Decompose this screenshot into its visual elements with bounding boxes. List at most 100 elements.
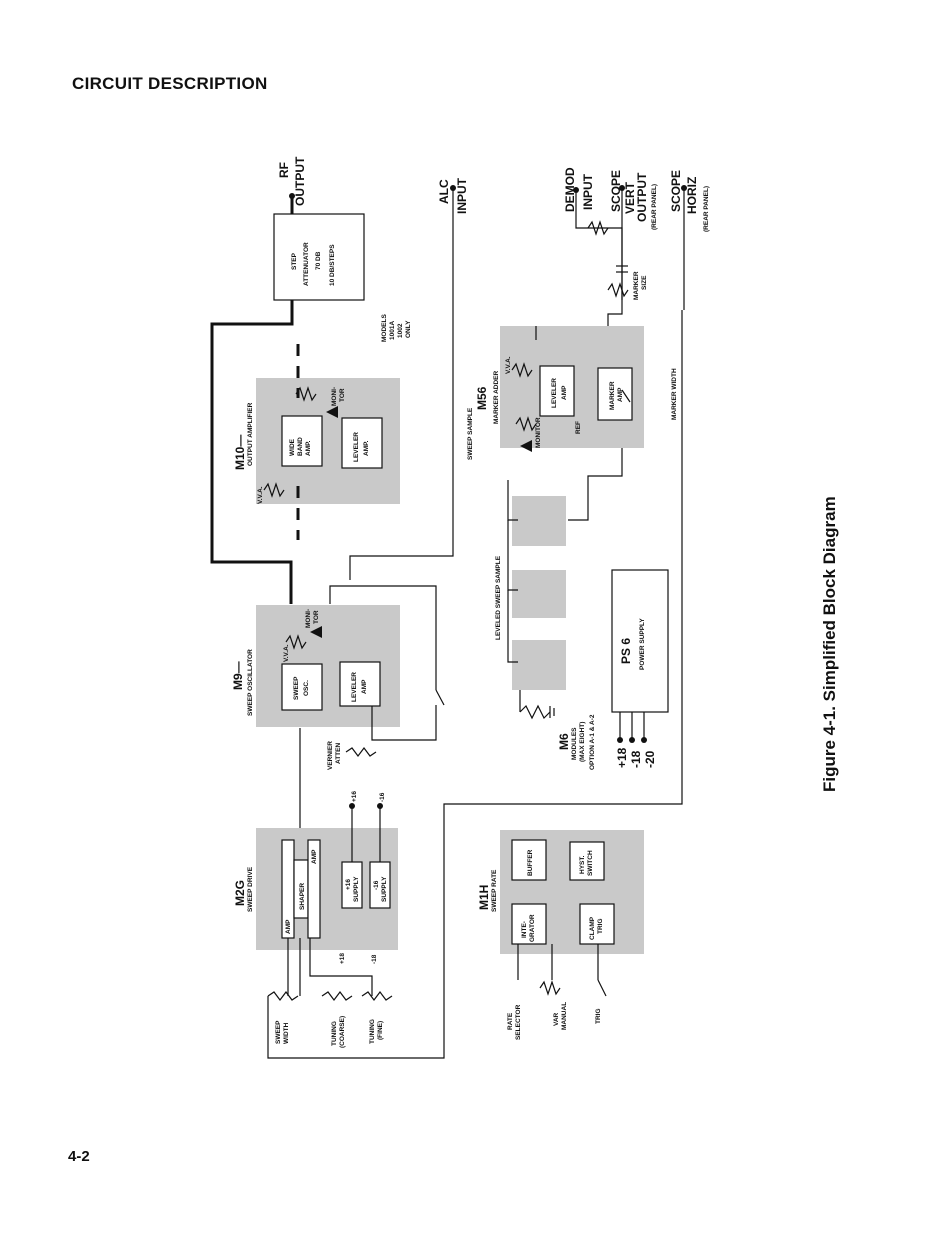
marker-size-label-2: SIZE <box>641 275 648 290</box>
m2g-shaper: SHAPER <box>299 883 306 910</box>
sweep-loop-wire <box>267 310 683 1059</box>
m9-monitor-2: TOR <box>313 610 320 624</box>
m56-ref: REF <box>575 421 582 434</box>
m2g-amp-left: AMP <box>285 919 292 934</box>
m10-wide-band-2: BAND <box>297 437 304 456</box>
m1h-rate-1: RATE <box>507 1012 514 1030</box>
minus16-terminal <box>377 803 383 809</box>
scope-vert-terminal <box>619 185 625 191</box>
m9-id: M9— <box>231 661 245 690</box>
step-attenuator-labels: STEP ATTENUATOR 70 DB 10 DB/STEPS <box>291 242 336 286</box>
m9-labels: M9— SWEEP OSCILLATOR SWEEP OSC. LEVELER … <box>231 609 368 770</box>
ps6-id: PS 6 <box>619 638 633 664</box>
ps6-v3: -20 <box>643 750 657 768</box>
sweep-width-resistor-icon <box>267 991 299 1001</box>
m1h-hyst-switch-box <box>569 841 605 881</box>
m2g-outm16: -16 <box>379 792 386 802</box>
page-header: CIRCUIT DESCRIPTION <box>72 74 268 93</box>
m1h-name: SWEEP RATE <box>491 869 498 912</box>
m56-name: MARKER ADDER <box>493 370 500 424</box>
m56-id: M56 <box>475 386 489 410</box>
m56-monitor-diode-icon <box>520 440 532 452</box>
marker-size-label: MARKER <box>633 271 640 300</box>
ps6-v2: -18 <box>629 750 643 768</box>
m2g-amp-right-box <box>307 839 321 939</box>
m10-labels: M10— OUTPUT AMPLIFIER WIDE BAND AMP. LEV… <box>233 387 370 504</box>
vernier-atten-resistor-icon <box>345 747 377 757</box>
rf-label: RF <box>277 162 291 178</box>
m56-labels: M56 MARKER ADDER LEVELER AMP MARKER AMP … <box>475 356 678 448</box>
m6-module-bg-2 <box>512 570 566 618</box>
scope-horiz-terminal <box>681 185 687 191</box>
tuning-fine-1: TUNING <box>369 1019 376 1044</box>
ps6-v1: +18 <box>615 747 629 768</box>
m9-leveler-loop <box>329 585 437 690</box>
alc-switch-icon <box>435 689 445 706</box>
m6-leveled-sweep-sample: LEVELED SWEEP SAMPLE <box>495 555 502 640</box>
control-labels: SWEEP WIDTH TUNING (COARSE) TUNING (FINE… <box>275 1016 384 1048</box>
alc-input-label: INPUT <box>455 177 469 214</box>
ps6-labels: PS 6 POWER SUPPLY +18 -18 -20 <box>615 618 657 768</box>
plus16-terminal <box>349 803 355 809</box>
m9-leveler-2: AMP <box>361 679 368 694</box>
m2g-supply16: +16 <box>345 879 352 890</box>
m10-monitor-1: MONI- <box>331 387 338 406</box>
rf-path-wire <box>210 300 294 604</box>
m10-monitor-diode-icon <box>326 406 338 418</box>
step-attenuator-line2: ATTENUATOR <box>303 242 310 286</box>
m9-leveler-1: LEVELER <box>351 672 358 702</box>
demod-input-terminal <box>573 187 579 193</box>
m56-vva-resistor-icon <box>511 362 533 378</box>
m2g-minus16-supply-box <box>369 861 391 909</box>
m6-module-bg-3 <box>512 640 566 690</box>
m10-monitor-2: TOR <box>339 388 346 402</box>
ps6-terminal-3 <box>641 737 647 743</box>
m56-monitor: MONITOR <box>535 417 542 448</box>
m1h-hyst-1: HYST. <box>579 855 586 874</box>
tuning-coarse-2: (COARSE) <box>339 1016 346 1048</box>
sweep-width-1: SWEEP <box>275 1020 282 1044</box>
m1h-var-2: MANUAL <box>561 1002 568 1030</box>
m9-osc-1: SWEEP <box>293 676 300 700</box>
alc-input-wire <box>349 188 454 580</box>
rf-output-terminal <box>289 193 295 199</box>
m56-marker-amp-box <box>597 367 633 421</box>
alc-input-terminal <box>450 185 456 191</box>
m2g-labels: M2G SWEEP DRIVE AMP SHAPER AMP +16 SUPPL… <box>233 791 388 964</box>
m1h-labels: M1H SWEEP RATE INTE- GRATOR BUFFER CLAMP… <box>477 849 604 1040</box>
horiz-label: HORIZ <box>685 177 699 214</box>
m9-monitor-1: MONI- <box>305 609 312 628</box>
alc-label: ALC <box>437 179 451 204</box>
m10-name: OUTPUT AMPLIFIER <box>247 402 254 466</box>
demod-label: DEMOD <box>563 167 577 212</box>
models-note-line3: 1002 <box>397 323 404 338</box>
m1h-clamp-1: CLAMP <box>589 916 596 940</box>
m6-line3: OPTION A-1 & A-2 <box>589 714 596 770</box>
m6-module-bg-1 <box>512 496 566 546</box>
m9-leveler-amp-box <box>339 661 381 707</box>
tuning-fine-resistor-icon <box>361 991 393 1001</box>
scope-vert-label: SCOPE <box>609 170 623 212</box>
ps6-box <box>611 569 669 713</box>
trig-switch-icon <box>597 979 607 997</box>
m1h-clamp-2: TRIG <box>597 918 604 934</box>
page-number: 4-2 <box>68 1148 90 1165</box>
models-note-line2: 1001A <box>389 321 396 340</box>
m2g-minus18: -18 <box>371 954 378 964</box>
m9-vva-resistor-icon <box>285 634 307 650</box>
m1h-var-1: VAR <box>553 1012 560 1026</box>
tuning-coarse-1: TUNING <box>331 1021 338 1046</box>
marker-size-wire <box>607 300 623 326</box>
marker-size-resistor-icon <box>607 282 629 298</box>
models-note-line1: MODELS <box>381 314 388 342</box>
m1h-integrator-box <box>511 903 547 945</box>
m6-sweep-sample: SWEEP SAMPLE <box>467 407 474 460</box>
m1h-buffer: BUFFER <box>527 849 534 876</box>
m56-marker-width: MARKER WIDTH <box>671 368 678 420</box>
m10-leveler-1: LEVELER <box>353 432 360 462</box>
tuning-fine-2: (FINE) <box>377 1021 384 1040</box>
m6-labels: M6 MODULES (MAX EIGHT) OPTION A-1 & A-2 … <box>467 407 596 770</box>
m6-id: M6 <box>557 733 571 750</box>
m56-marker-2: AMP <box>617 387 624 402</box>
